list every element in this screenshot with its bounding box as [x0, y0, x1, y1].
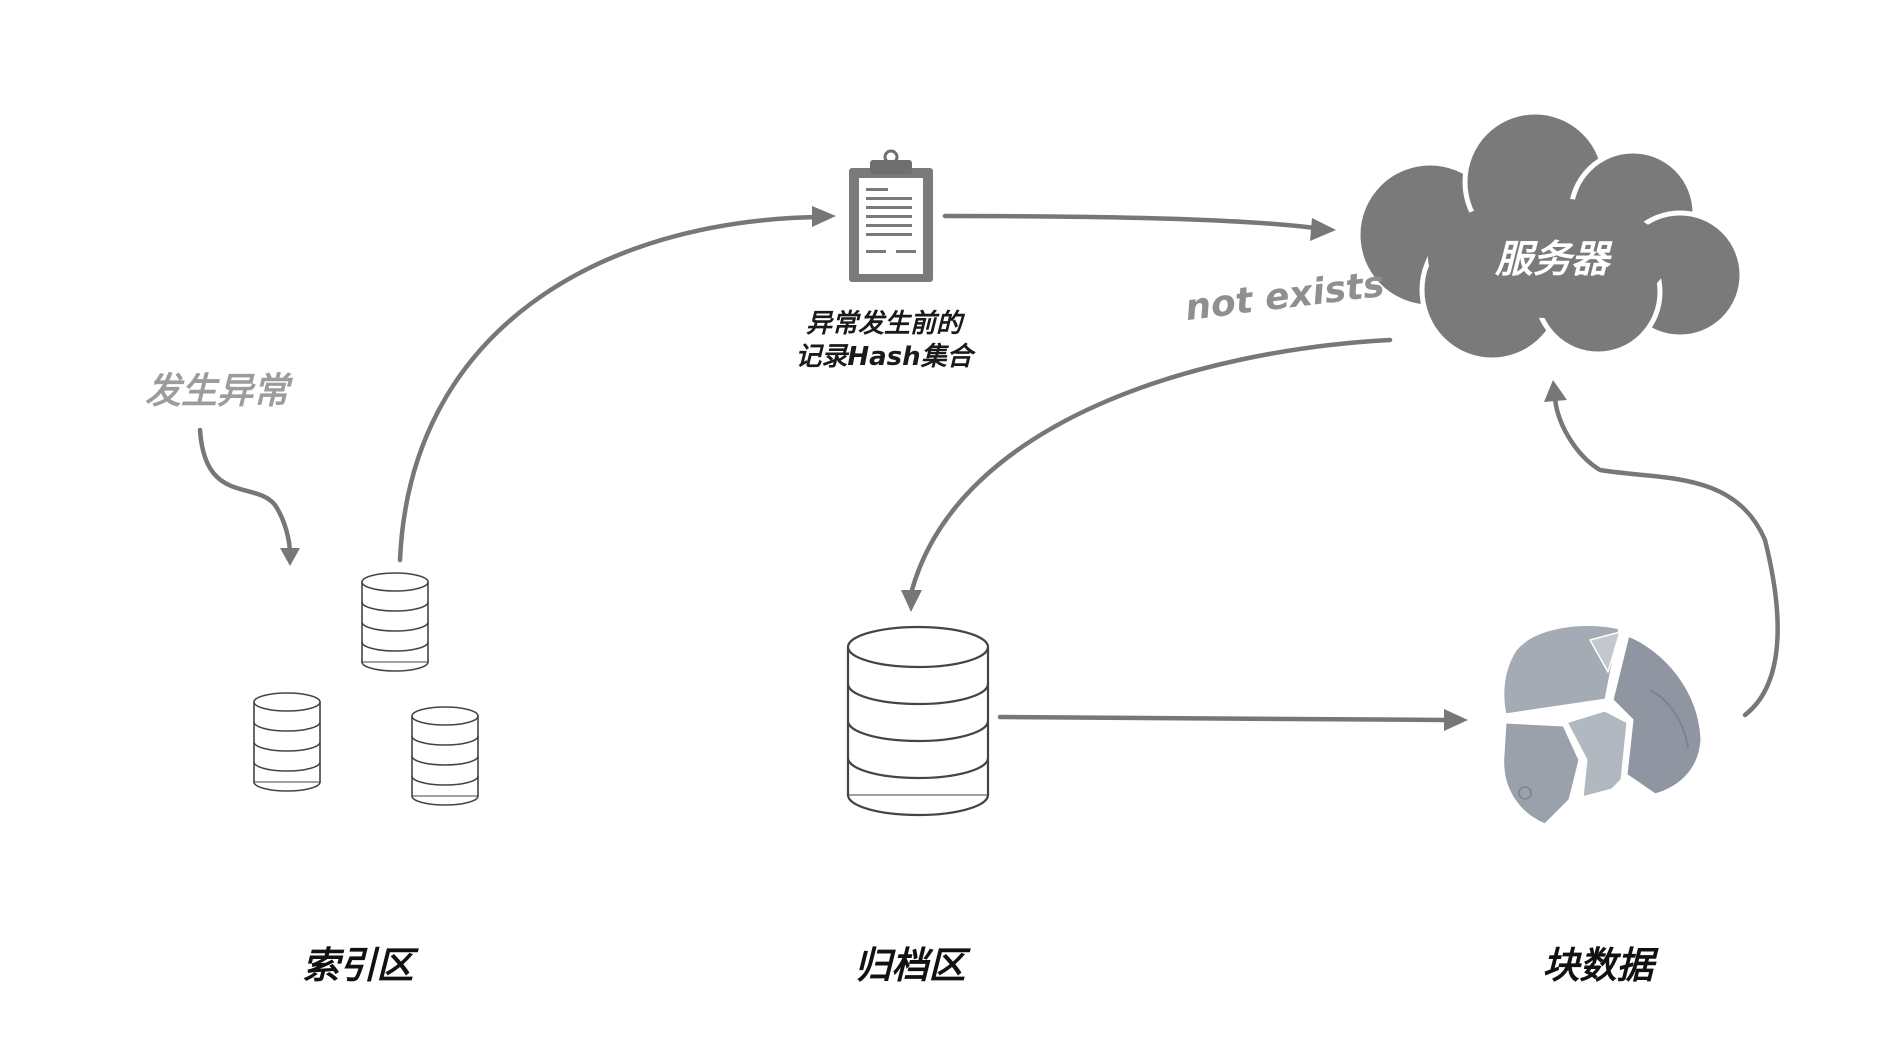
event-to-index-arrow — [197, 427, 300, 566]
index-databases — [253, 572, 479, 806]
cloud-icon — [1355, 109, 1745, 363]
record-caption: 异常发生前的 记录Hash集合 — [795, 308, 972, 373]
zone-label-archive: 归档区 — [854, 944, 966, 987]
database-icon — [361, 572, 429, 672]
database-icon — [846, 625, 990, 817]
archive-to-block-arrow — [997, 709, 1468, 731]
database-icon — [253, 692, 321, 792]
server-to-archive-arrow — [901, 337, 1393, 612]
server-label: 服务器 — [1494, 237, 1610, 281]
block-to-server-arrow — [1544, 380, 1780, 718]
broken-rock-icon — [1501, 622, 1704, 827]
zone-label-index: 索引区 — [302, 944, 414, 987]
clipboard-icon — [849, 149, 933, 282]
record-caption-line-1: 异常发生前的 — [805, 309, 963, 339]
database-icon — [411, 706, 479, 806]
index-to-record-arrow — [397, 206, 836, 563]
arrows — [197, 206, 1780, 731]
event-label: 发生异常 — [145, 371, 290, 412]
record-caption-line-2: 记录Hash集合 — [795, 341, 973, 372]
zone-label-block: 块数据 — [1542, 944, 1654, 987]
record-to-server-arrow — [942, 213, 1336, 241]
